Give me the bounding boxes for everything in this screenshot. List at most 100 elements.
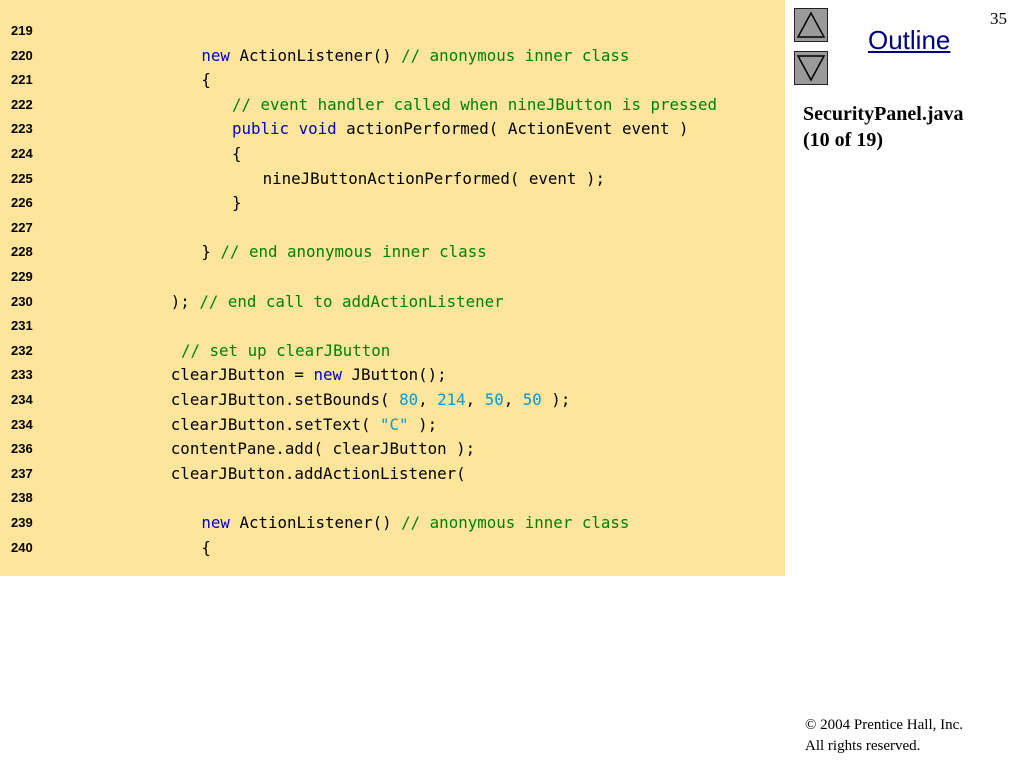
line-number: 229 [11, 269, 33, 284]
code-token: 50 [484, 390, 504, 409]
code-line: 232 // set up clearJButton [0, 339, 785, 363]
code-token: actionPerformed( ActionEvent event ) [336, 119, 689, 139]
copyright-line: © 2004 Prentice Hall, Inc. [805, 717, 964, 733]
code-token: // set up clearJButton [181, 340, 391, 360]
code-token: 214 [437, 390, 466, 409]
up-triangle-icon [796, 11, 826, 38]
line-code: contentPane.add( clearJButton ); [171, 437, 475, 461]
line-code: new ActionListener() // anonymous inner … [201, 511, 629, 535]
code-token: // event handler called when nineJButton… [232, 94, 718, 114]
code-token: { [232, 144, 242, 163]
code-line: 239 new ActionListener() // anonymous inn… [0, 511, 785, 535]
code-token: , [503, 390, 523, 409]
code-token: clearJButton.setBounds( [170, 390, 400, 409]
code-line: 227 [0, 216, 785, 240]
line-number: 223 [11, 121, 33, 137]
code-token: contentPane.add( clearJButton ); [170, 439, 476, 459]
code-line: 238 [0, 486, 785, 510]
code-token: } [232, 193, 242, 213]
line-number: 238 [11, 490, 33, 506]
line-number: 227 [11, 219, 33, 235]
code-token: ); [170, 291, 200, 311]
line-code: clearJButton.setBounds( 80, 214, 50, 50 … [171, 388, 571, 412]
line-number: 231 [11, 318, 33, 334]
line-number: 234 [11, 392, 33, 407]
file-title: SecurityPanel.java (10 of 19) [803, 101, 1018, 153]
line-code: ); // end call to addActionListener [171, 290, 504, 314]
code-token: JButton(); [342, 365, 447, 385]
line-code: // event handler called when nineJButton… [232, 93, 717, 117]
code-token: // anonymous inner class [401, 45, 630, 65]
line-code: } // end anonymous inner class [201, 240, 486, 264]
code-token: void [298, 119, 337, 139]
code-line: 234 clearJButton.setBounds( 80, 214, 50, … [0, 388, 785, 412]
code-line: 222 // event handler called when nineJBut… [0, 93, 785, 117]
line-code: { [201, 68, 211, 92]
code-token: new [201, 513, 230, 532]
code-line: 224 { [0, 142, 785, 166]
code-line: 236 contentPane.add( clearJButton ); [0, 437, 785, 461]
line-number: 226 [11, 195, 33, 211]
code-token: } [201, 242, 221, 262]
code-token: "C" [380, 414, 409, 434]
rights-line: All rights reserved. [805, 738, 921, 754]
line-code: nineJButtonActionPerformed( event ); [263, 167, 605, 191]
line-number: 222 [11, 96, 33, 112]
line-number: 221 [11, 72, 33, 88]
copyright-notice: © 2004 Prentice Hall, Inc. All rights re… [805, 715, 1020, 757]
line-code: { [201, 536, 211, 560]
code-line: 228} // end anonymous inner class [0, 240, 785, 264]
outline-link[interactable]: Outline [868, 25, 951, 55]
page-number: 35 [990, 9, 1007, 28]
code-token: { [201, 70, 211, 90]
line-code: { [232, 142, 242, 166]
down-triangle-icon [796, 55, 826, 82]
code-token: clearJButton.addActionListener( [170, 463, 466, 483]
code-line: 223 public void actionPerformed( ActionEv… [0, 117, 785, 141]
code-token: ); [408, 414, 438, 434]
line-number: 236 [11, 441, 33, 457]
code-token: ActionListener() [229, 513, 402, 532]
line-number: 230 [11, 293, 33, 309]
code-token: 50 [522, 390, 542, 409]
code-line: 219 [0, 19, 785, 43]
line-number: 232 [11, 342, 33, 358]
code-line: 226} [0, 191, 785, 215]
line-number: 228 [11, 244, 33, 260]
line-number: 233 [11, 367, 33, 383]
line-number: 239 [11, 515, 33, 530]
code-token: , [465, 390, 485, 409]
code-line: 229 [0, 265, 785, 289]
line-number: 234 [11, 416, 33, 432]
line-number: 224 [11, 146, 33, 161]
code-token: clearJButton.setText( [170, 414, 381, 434]
code-token: 80 [399, 390, 419, 409]
code-line: 237 clearJButton.addActionListener( [0, 462, 785, 486]
code-line: 220 new ActionListener() // anonymous inn… [0, 44, 785, 68]
next-slide-button[interactable] [794, 51, 828, 85]
code-token: // end anonymous inner class [220, 242, 487, 262]
code-line: 231 [0, 314, 785, 338]
code-token: public [232, 119, 290, 139]
line-code: clearJButton.addActionListener( [171, 462, 466, 486]
code-listing-panel: 219 220 new ActionListener() // anonymous … [0, 0, 785, 576]
file-title-part: (10 of 19) [803, 129, 883, 151]
code-line: 230); // end call to addActionListener [0, 290, 785, 314]
code-token: , [418, 390, 438, 409]
line-code: new ActionListener() // anonymous inner … [201, 44, 629, 68]
line-number: 237 [11, 465, 33, 481]
line-number: 240 [11, 539, 33, 555]
line-code: // set up clearJButton [181, 339, 390, 363]
code-token: new [201, 45, 230, 65]
line-number: 220 [11, 47, 33, 63]
code-token: nineJButtonActionPerformed( event ); [262, 168, 605, 188]
code-line: 234 clearJButton.setText( "C" ); [0, 413, 785, 437]
code-token [289, 119, 299, 138]
line-code: clearJButton.setText( "C" ); [171, 413, 437, 437]
code-token: // end call to addActionListener [199, 291, 504, 311]
code-token: ); [541, 390, 571, 409]
previous-slide-button[interactable] [794, 8, 828, 42]
code-token: new [313, 365, 343, 385]
